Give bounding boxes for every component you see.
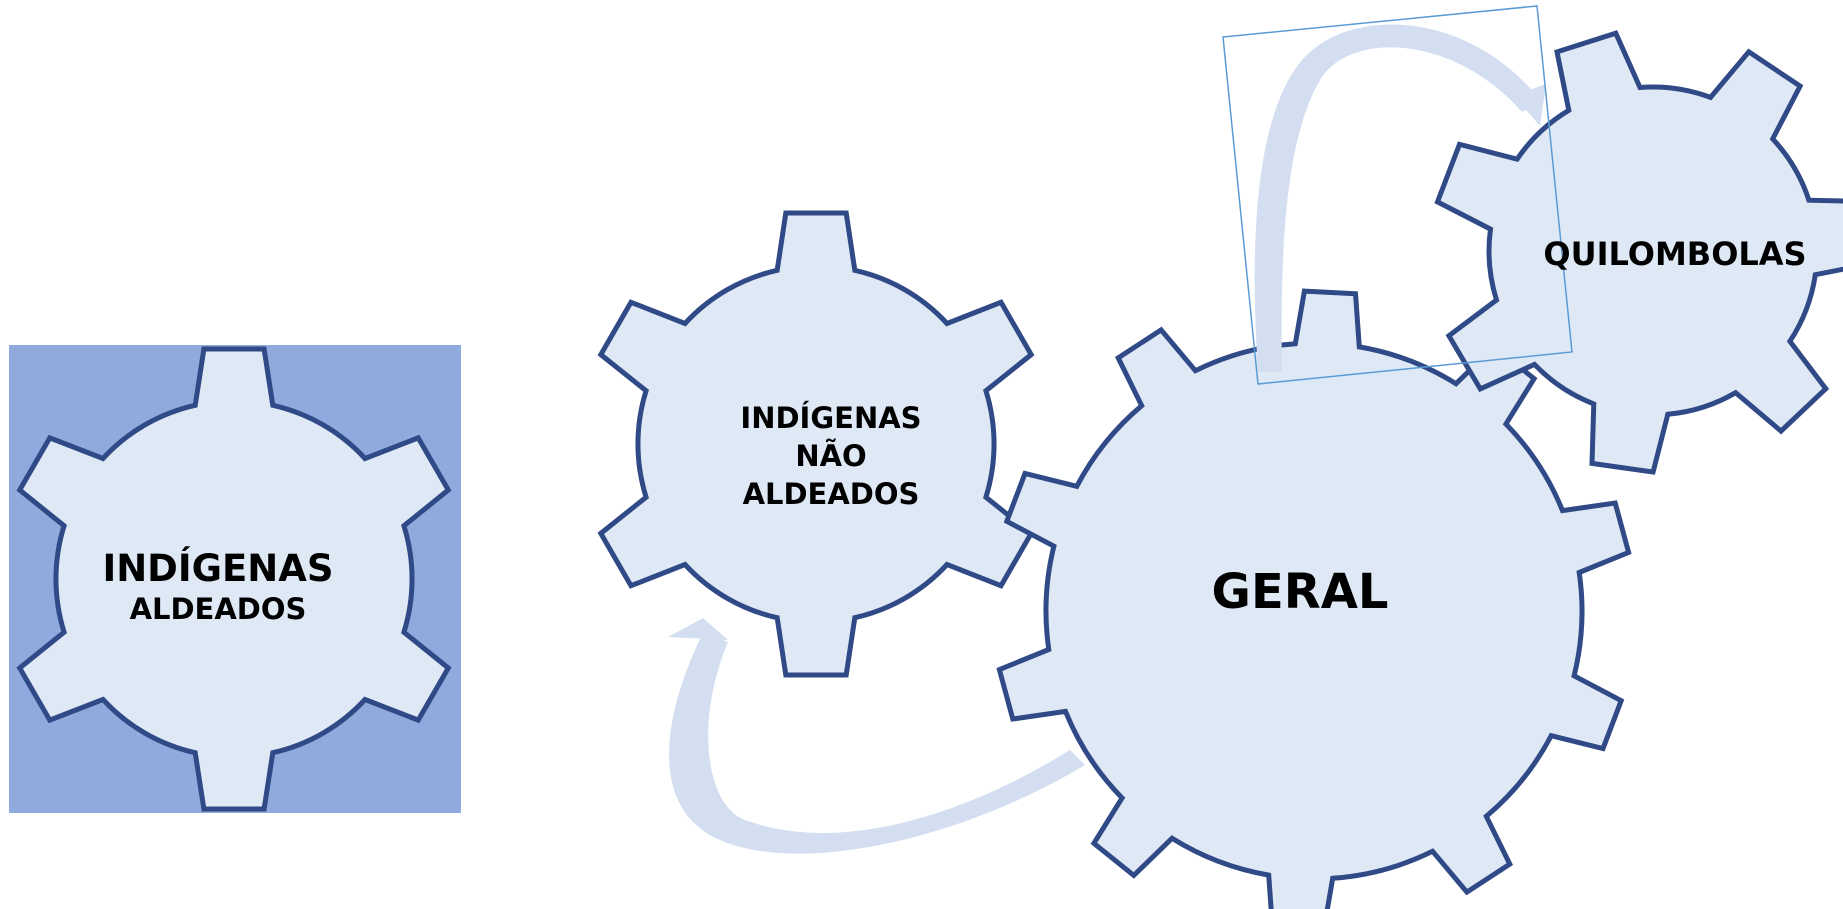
label-line-nao: NÃO: [795, 439, 867, 473]
gear-indigenas-nao-aldeados[interactable]: [597, 210, 1035, 678]
selection-frame[interactable]: [1222, 5, 1573, 385]
arrow-head-top: [1514, 84, 1546, 126]
arrow-head-bottom: [668, 618, 728, 640]
label-line-aldeados: ALDEADOS: [742, 477, 920, 511]
gear-label-indigenas-aldeados: INDÍGENAS ALDEADOS: [88, 547, 348, 627]
gear-quilombolas[interactable]: [1434, 30, 1843, 475]
gear-indigenas-aldeados[interactable]: [16, 346, 452, 812]
label-line-aldeados: ALDEADOS: [129, 592, 307, 626]
label-line-indigenas: INDÍGENAS: [740, 401, 922, 435]
gear-label-quilombolas: QUILOMBOLAS: [1543, 235, 1807, 273]
gear-label-geral: GERAL: [1211, 564, 1389, 620]
gear-geral[interactable]: [996, 288, 1632, 909]
curved-arrow-bottom: [669, 633, 1085, 854]
gear-label-indigenas-nao-aldeados: INDÍGENAS NÃO ALDEADOS: [706, 399, 956, 513]
label-line-indigenas: INDÍGENAS: [102, 547, 334, 590]
